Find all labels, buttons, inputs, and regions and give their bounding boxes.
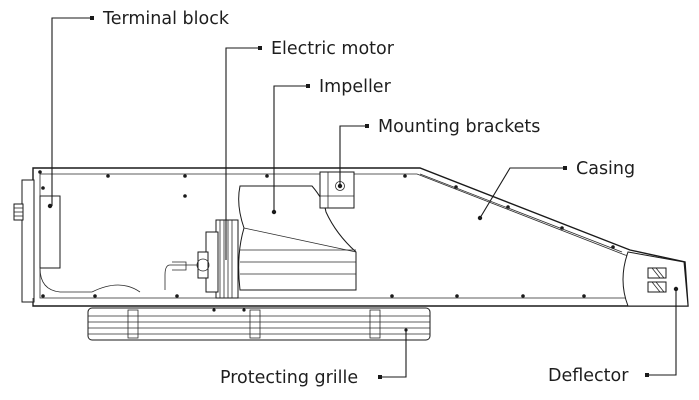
label-deflector: Deflector [548, 366, 629, 386]
label-protecting-grille: Protecting grille [220, 368, 358, 388]
label-impeller: Impeller [319, 77, 392, 97]
label-mounting-brackets: Mounting brackets [378, 117, 540, 137]
terminal-block [39, 195, 141, 293]
protecting-grille [87, 307, 431, 341]
label-electric-motor: Electric motor [271, 39, 395, 59]
deflector [622, 251, 689, 307]
label-terminal-block: Terminal block [102, 9, 230, 29]
leader-lines [51, 16, 677, 379]
mounting-bracket [319, 171, 355, 209]
electric-motor [164, 219, 239, 299]
casing-body [13, 167, 689, 307]
label-casing: Casing [576, 159, 635, 179]
